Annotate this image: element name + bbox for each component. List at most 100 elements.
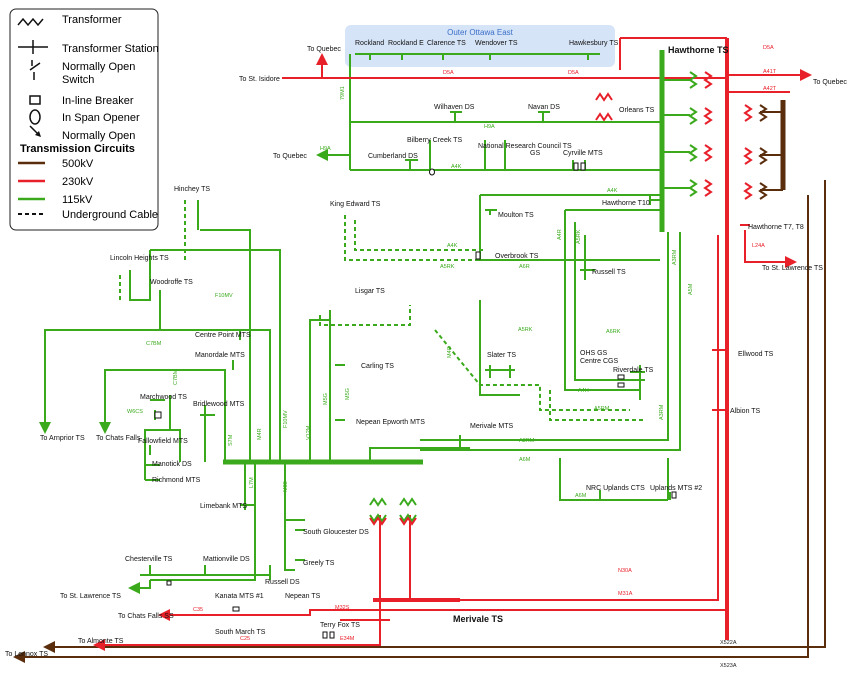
region-station-wendover: Wendover TS (475, 40, 518, 47)
hawthorne-ts-label: Hawthorne TS (668, 45, 729, 55)
label-manotick: Manotick DS (152, 461, 192, 468)
circuit-m38: M38 (283, 481, 289, 492)
label-terry-fox: Terry Fox TS (320, 622, 360, 629)
legend-icons (17, 17, 48, 215)
label-hawthorne-t7: Hawthorne T7, T8 (748, 224, 804, 231)
circuit-a3rm: A3RM (672, 249, 678, 265)
label-centre-point: Centre Point MTS (195, 332, 251, 339)
circuit-a3rm-2: A3RM (519, 438, 535, 444)
label-uplands: Uplands MTS #2 (650, 485, 702, 492)
label-woodroffe: Woodroffe TS (150, 279, 193, 286)
legend-transformer-station: Transformer Station (62, 43, 159, 55)
circuit-a4k-3: A4K (447, 243, 458, 249)
label-fallowfield: Fallowfield MTS (138, 438, 188, 445)
normally-open-switch-icon (29, 60, 41, 80)
circuit-a4r: A4R (557, 229, 563, 240)
legend-span-opener: In Span Opener (62, 112, 140, 124)
legend-230kv: 230kV (62, 176, 94, 188)
dest-st-lawrence-2: To St. Lawrence TS (60, 593, 121, 600)
label-merivale-mts: Merivale MTS (470, 423, 514, 430)
label-navan: Navan DS (528, 104, 560, 111)
label-ohsgs: OHS GS (580, 350, 608, 357)
label-manordale: Manordale MTS (195, 352, 245, 359)
circuit-n30a: N30A (618, 568, 632, 574)
outer-ottawa-east-region (345, 25, 615, 67)
circuit-m5g-2: M5G (345, 388, 351, 400)
label-ellwood: Ellwood TS (738, 351, 774, 358)
circuit-a6m: A6M (519, 457, 531, 463)
dest-chats-falls: To Chats Falls (96, 435, 141, 442)
circuit-x523a: X523A (720, 663, 737, 669)
legend-breaker: In-line Breaker (62, 95, 134, 107)
dest-arnprior: To Arnprior TS (40, 435, 85, 442)
legend-115kv: 115kV (62, 194, 93, 206)
circuit-w6cs: W6CS (127, 409, 143, 415)
circuit-79m1: 79M1 (340, 86, 346, 100)
inline-breakers (154, 162, 677, 639)
merivale-ts-label: Merivale TS (453, 614, 503, 624)
normally-open-arrowhead (35, 131, 41, 137)
label-albion: Albion TS (730, 408, 761, 415)
circuit-d5a-3: D5A (568, 70, 579, 76)
region-station-rockland-e: Rockland E (388, 40, 424, 47)
circuit-a41t: A41T (763, 69, 777, 75)
merivale-transformer-lower (369, 516, 417, 526)
circuit-s7m: S7M (228, 434, 234, 446)
label-nepean-epworth: Nepean Epworth MTS (356, 419, 425, 426)
label-bilberry: Bilberry Creek TS (407, 137, 462, 144)
legend-switch-line1: Normally Open (62, 61, 135, 73)
dest-st-lawrence-1: To St. Lawrence TS (762, 265, 823, 272)
label-carling: Carling TS (361, 363, 394, 370)
inline-breaker-icon (29, 95, 41, 105)
circuit-m5g: M5G (323, 393, 329, 405)
circuit-a5rm: A5RM (594, 406, 610, 412)
label-south-march: South March TS (215, 629, 266, 636)
label-king-edward: King Edward TS (330, 201, 381, 208)
transformer-icon (17, 17, 44, 27)
circuit-a3rm-3: A3RM (659, 404, 665, 420)
in-span-opener-icon (29, 109, 41, 125)
label-gs: GS (530, 150, 540, 157)
label-marchwood: Marchwood TS (140, 394, 187, 401)
legend-box (9, 8, 159, 231)
circuit-a6m-2: A6M (575, 493, 587, 499)
legend-transformer: Transformer (62, 14, 122, 26)
label-slater: Slater TS (487, 352, 516, 359)
label-nrc: National Research Council TS (478, 143, 572, 150)
circuit-a5rk: A5RK (440, 264, 455, 270)
label-chesterville: Chesterville TS (125, 556, 173, 563)
circuit-e34m: E34M (340, 636, 355, 642)
circuit-c7bm-3: M4R (257, 428, 263, 440)
circuit-c7bm-2: C7BM (173, 369, 179, 385)
circuit-h9a-1: H9A (484, 124, 495, 130)
circuit-m31a: M31A (618, 591, 633, 597)
label-overbrook: Overbrook TS (495, 253, 539, 260)
dest-quebec-1: To Quebec (307, 46, 341, 53)
label-south-gloucester: South Gloucester DS (303, 529, 369, 536)
circuit-c7bm: C7BM (146, 341, 162, 347)
label-greely: Greely TS (303, 560, 335, 567)
circuit-a4h: A4H (578, 388, 589, 394)
circuit-a6r: A6R (519, 264, 530, 270)
circuit-a4k-2: A4K (607, 188, 618, 194)
legend-normally-open: Normally Open (62, 130, 135, 142)
label-nepean-ts: Nepean TS (285, 593, 321, 600)
region-stations (349, 53, 600, 122)
circuit-c35: C35 (193, 607, 203, 613)
legend-switch-line2: Switch (62, 74, 94, 86)
label-cumberland: Cumberland DS (368, 153, 418, 160)
lines-500kv (13, 100, 826, 663)
dest-lennox: To Lennox TS (5, 651, 48, 658)
circuit-a5rk-3: A5RK (576, 229, 582, 244)
lines-230kv (93, 37, 812, 651)
circuit-l24a: L24A (752, 243, 765, 249)
dest-st-isidore: To St. Isidore (239, 76, 280, 83)
circuit-a5rk-2: A5RK (518, 327, 533, 333)
circuit-a5m: A5M (688, 283, 694, 295)
label-richmond: Richmond MTS (152, 477, 201, 484)
label-hinchey: Hinchey TS (174, 186, 210, 193)
transformer-station-icon (18, 40, 48, 54)
circuit-c25: C25 (240, 636, 250, 642)
label-bridlewood: Bridlewood MTS (193, 401, 245, 408)
